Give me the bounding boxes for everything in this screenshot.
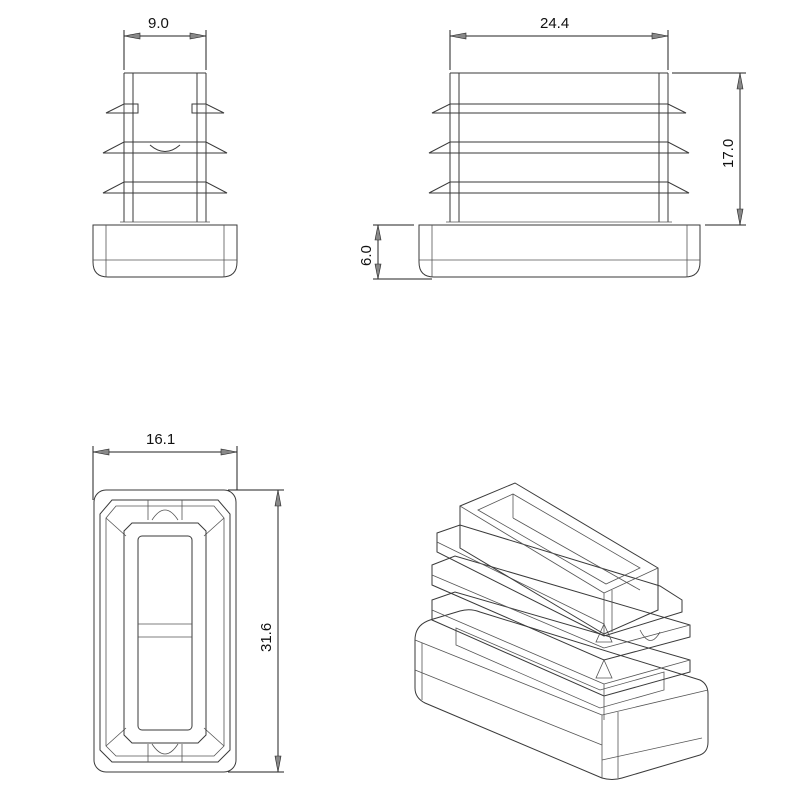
dimension-stem-height: 17.0 xyxy=(720,139,737,168)
side-view-narrow: 9.0 xyxy=(92,15,238,278)
dimension-wide-width: 24.4 xyxy=(540,15,569,32)
dimension-narrow-width: 9.0 xyxy=(148,15,169,32)
isometric-view xyxy=(414,482,709,780)
dimension-top-width: 16.1 xyxy=(146,431,175,448)
dimension-top-length: 31.6 xyxy=(258,623,275,652)
top-view: 16.1 31.6 xyxy=(92,431,284,773)
dimension-cap-height: 6.0 xyxy=(358,245,375,266)
side-view-wide: 24.4 17.0 6.0 xyxy=(358,15,746,280)
